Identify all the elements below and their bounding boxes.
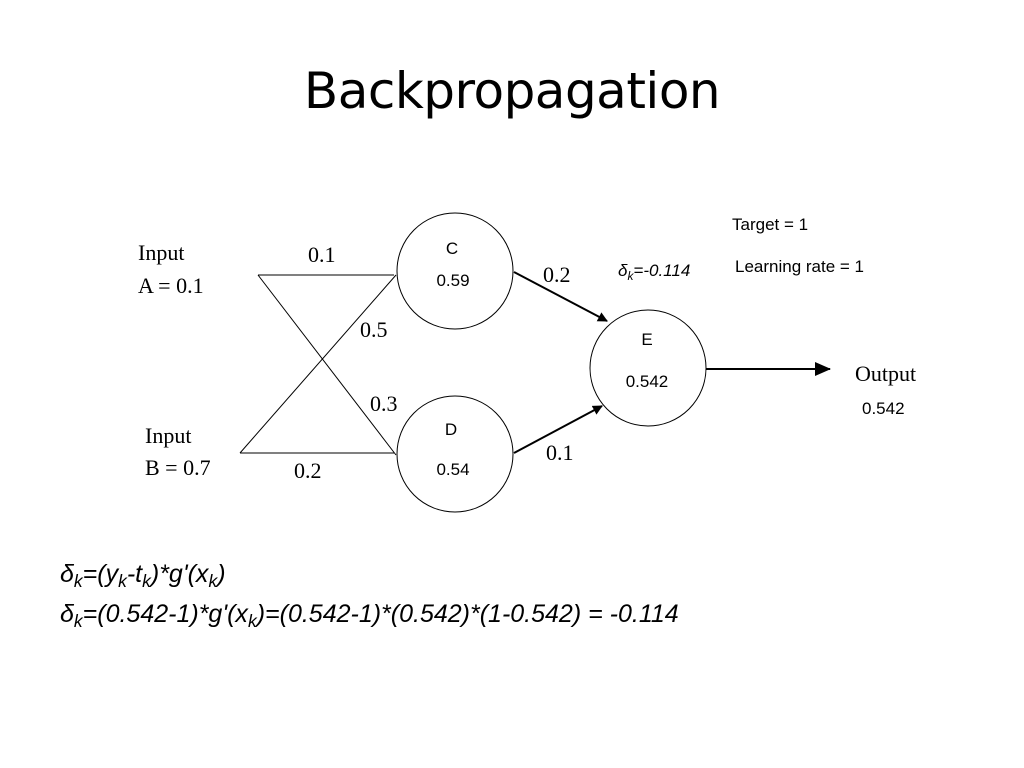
node-d-value: 0.54 bbox=[436, 460, 469, 479]
output-value: 0.542 bbox=[862, 399, 905, 418]
edge-d-e bbox=[513, 405, 603, 454]
node-d bbox=[396, 395, 514, 513]
delta-annotation: δk=-0.114 bbox=[618, 261, 690, 283]
edge-b-c bbox=[239, 274, 397, 454]
output-label: Output bbox=[855, 361, 916, 386]
input-a-line2: A = 0.1 bbox=[138, 273, 204, 298]
weight-a-c: 0.1 bbox=[308, 242, 336, 267]
edge-c-e bbox=[513, 271, 608, 322]
node-c bbox=[396, 212, 514, 330]
node-e-value: 0.542 bbox=[626, 372, 669, 391]
weight-b-d: 0.2 bbox=[294, 458, 322, 483]
input-a-line1: Input bbox=[138, 240, 184, 265]
node-e-label: E bbox=[641, 330, 652, 349]
slide-title: Backpropagation bbox=[303, 62, 721, 120]
equation-general: δk=(yk-tk)*g'(xk) bbox=[60, 560, 226, 591]
equation-computed: δk=(0.542-1)*g'(xk)=(0.542-1)*(0.542)*(1… bbox=[60, 600, 679, 631]
weight-c-e: 0.2 bbox=[543, 262, 571, 287]
weight-b-c: 0.3 bbox=[370, 391, 398, 416]
weight-d-e: 0.1 bbox=[546, 440, 574, 465]
input-b-line1: Input bbox=[145, 423, 191, 448]
node-c-value: 0.59 bbox=[436, 271, 469, 290]
weight-a-d: 0.5 bbox=[360, 317, 388, 342]
input-b-line2: B = 0.7 bbox=[145, 455, 211, 480]
learning-rate-text: Learning rate = 1 bbox=[735, 257, 864, 276]
node-e bbox=[589, 309, 707, 427]
edge-a-d bbox=[257, 274, 397, 456]
node-d-label: D bbox=[445, 420, 457, 439]
node-c-label: C bbox=[446, 239, 458, 258]
target-text: Target = 1 bbox=[732, 215, 808, 234]
